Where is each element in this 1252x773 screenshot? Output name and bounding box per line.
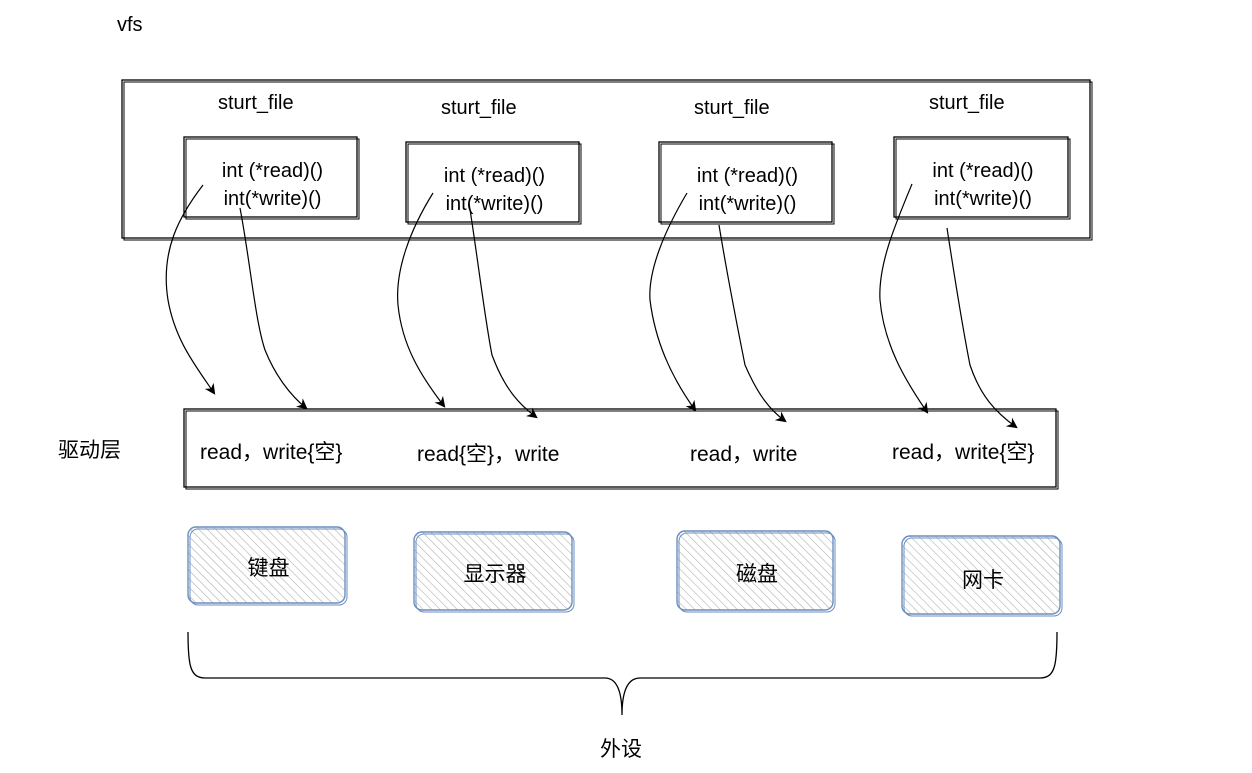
- peripheral-label: 外设: [600, 738, 642, 761]
- device-disk-label: 磁盘: [736, 563, 778, 586]
- arrow-read-4: [879, 183, 929, 414]
- vfs-label: vfs: [117, 14, 143, 36]
- read-pointer: int (*read)(): [932, 160, 1034, 182]
- device-keyboard-label: 键盘: [247, 557, 290, 580]
- file-box-4: [893, 136, 1071, 220]
- device-box-1: [187, 526, 348, 606]
- device-box-3: [676, 530, 836, 613]
- driver-entry-2: read{空}，write: [417, 443, 560, 466]
- file-box-3: [658, 141, 835, 225]
- device-display-label: 显示器: [463, 563, 527, 586]
- write-pointer: int(*write)(): [698, 193, 797, 215]
- arrow-write-4: [946, 227, 1018, 429]
- driver-entry-4: read，write{空}: [892, 441, 1035, 464]
- driver-entry-1: read，write{空}: [200, 441, 343, 464]
- driver-layer-label: 驱动层: [58, 439, 121, 462]
- peripheral-brace: [187, 631, 1058, 716]
- file-title-2: sturt_file: [441, 97, 517, 119]
- driver-entry-3: read，write: [690, 443, 798, 466]
- arrow-write-3: [718, 224, 787, 423]
- file-2-functions: int (*read)() int(*write)(): [408, 162, 581, 218]
- arrow-write-2: [468, 202, 538, 419]
- device-box-2: [413, 531, 575, 613]
- file-title-1: sturt_file: [218, 92, 294, 114]
- arrow-write-1: [239, 207, 308, 410]
- arrow-read-1: [165, 184, 216, 395]
- write-pointer: int(*write)(): [934, 188, 1032, 210]
- pointer-arrows: [165, 183, 1018, 429]
- arrow-read-2: [397, 192, 446, 408]
- file-title-3: sturt_file: [694, 97, 770, 119]
- file-3-functions: int (*read)() int(*write)(): [661, 162, 834, 218]
- arrow-read-3: [649, 192, 697, 412]
- read-pointer: int (*read)(): [696, 165, 799, 187]
- file-box-1: [183, 136, 360, 220]
- vfs-box: [121, 79, 1093, 241]
- write-pointer: int(*write)(): [445, 193, 544, 215]
- driver-box: [183, 408, 1059, 490]
- file-1-functions: int (*read)() int(*write)(): [186, 157, 359, 213]
- read-pointer: int (*read)(): [443, 165, 546, 187]
- device-box-4: [901, 535, 1063, 617]
- file-title-4: sturt_file: [929, 92, 1005, 114]
- read-pointer: int (*read)(): [221, 160, 324, 182]
- write-pointer: int(*write)(): [223, 188, 322, 210]
- device-nic-label: 网卡: [962, 569, 1004, 592]
- file-4-functions: int (*read)() int(*write)(): [896, 157, 1070, 213]
- file-box-2: [405, 141, 582, 225]
